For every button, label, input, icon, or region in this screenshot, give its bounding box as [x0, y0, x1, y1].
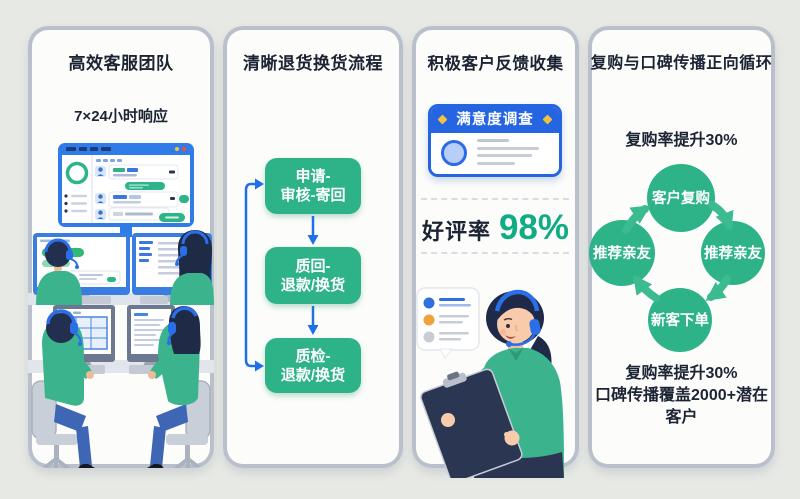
cycle-label-bottom: 新客下单	[651, 311, 709, 329]
cycle-arrows	[622, 201, 734, 302]
chat-bubble	[125, 182, 165, 190]
panel4-footer: 复购率提升30% 口碑传播覆盖2000+潜在客户	[588, 363, 775, 429]
cycle-label-top: 客户复购	[651, 189, 710, 207]
headset-icon	[44, 238, 72, 253]
survey-card: 满意度调查	[428, 104, 562, 177]
cycle-diagram: 客户复购 推荐亲友 推荐亲友 新客下单	[589, 164, 765, 352]
panel-repurchase-cycle: 复购与口碑传播正向循环 复购率提升30% 客户复购 推荐亲友 推荐亲友 新客下单	[588, 26, 775, 468]
panel4-subtitle: 复购率提升30%	[625, 132, 738, 149]
flow-step-3-line1: 质检-	[295, 347, 331, 365]
panel-feedback: 积极客户反馈收集 满意度调查 好评率 98%	[412, 26, 579, 478]
cycle-nodes: 客户复购 推荐亲友 推荐亲友 新客下单	[589, 164, 765, 352]
flow-step-1-line1: 申请-	[295, 168, 331, 185]
rating-value: 98%	[498, 208, 570, 247]
headset-icon	[494, 289, 540, 312]
flow-step-2-line2: 退款/换货	[280, 276, 346, 294]
headset-icon	[46, 309, 76, 325]
flow-arrow-lines	[244, 182, 315, 368]
cycle-node-top	[647, 164, 715, 232]
footer-line-1: 复购率提升30%	[625, 365, 738, 382]
divider	[421, 198, 569, 200]
rating-row: 好评率 98%	[412, 207, 579, 249]
panel-return-flow: 清晰退货换货流程 申请- 审核-寄回 质回- 退款/换货 质检- 退款/	[223, 26, 403, 468]
survey-title: 满意度调查	[456, 112, 534, 128]
panel2-title: 清晰退货换货流程	[243, 54, 383, 73]
panel1-title: 高效客服团队	[68, 54, 174, 73]
bullet-gray-icon	[423, 331, 435, 343]
footer-line-2: 口碑传播覆盖2000+潜在客户	[595, 387, 768, 426]
agent-row2-right	[170, 230, 214, 305]
cycle-node-left	[589, 220, 655, 286]
flow-arrowheads	[255, 178, 319, 372]
microphone-icon	[506, 341, 512, 347]
headset-icon	[171, 306, 198, 319]
donut-chart-icon	[65, 161, 89, 185]
survey-card-header: 满意度调查	[431, 107, 559, 133]
flow-step-3: 质检- 退款/换货	[265, 338, 361, 393]
keyboard-icon	[81, 296, 111, 304]
divider	[421, 252, 569, 254]
bullet-orange-icon	[423, 314, 435, 326]
bullet-blue-icon	[423, 297, 435, 309]
panel3-title: 积极客户反馈收集	[427, 55, 564, 73]
cycle-label-left: 推荐亲友	[593, 244, 651, 262]
flow-step-3-line2: 退款/换货	[280, 366, 346, 384]
flow-arrows	[244, 178, 319, 372]
rating-label: 好评率	[421, 219, 491, 244]
flow-step-1: 申请- 审核-寄回	[265, 158, 361, 214]
team-illustration	[28, 143, 214, 468]
flow-step-1-line2: 审核-寄回	[280, 187, 346, 204]
flow-step-2-line1: 质回-	[295, 257, 331, 275]
keyboard-icon	[140, 296, 168, 304]
flow-step-2: 质回- 退款/换货	[265, 247, 361, 304]
agent-row3-right	[147, 306, 211, 468]
main-monitor	[58, 143, 194, 237]
headset-icon	[181, 230, 209, 245]
keyboard-icon	[129, 365, 155, 374]
agent-row3-left	[31, 309, 95, 468]
cycle-node-right	[701, 221, 765, 285]
service-agent-woman	[420, 289, 564, 478]
panel4-title: 复购与口碑传播正向循环	[590, 55, 773, 72]
clipboard	[420, 368, 523, 478]
panel1-subtitle: 7×24小时响应	[74, 108, 168, 125]
feedback-bubble-card	[416, 287, 480, 359]
cycle-label-right: 推荐亲友	[704, 244, 762, 262]
cycle-node-bottom	[648, 288, 712, 352]
survey-avatar-icon	[441, 140, 467, 166]
agent-row2-left	[36, 238, 82, 305]
agent-illustration	[416, 287, 564, 478]
panel-service-team: 高效客服团队 7×24小时响应	[28, 26, 214, 468]
survey-card-body	[431, 133, 559, 174]
